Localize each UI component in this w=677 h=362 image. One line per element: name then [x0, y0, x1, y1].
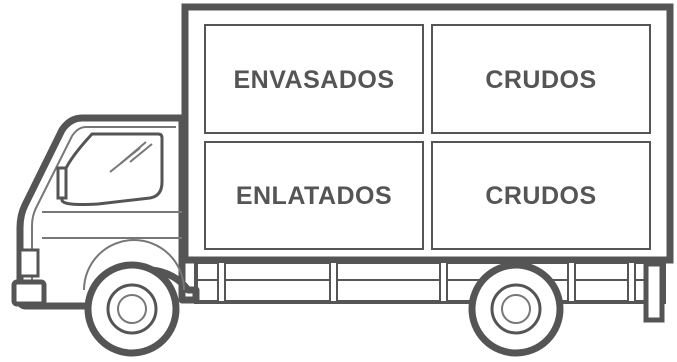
chassis-post-1: [217, 261, 226, 303]
window-reflection-2: [109, 147, 141, 173]
rear-wheel-hub: [501, 294, 531, 324]
cargo-box: ENVASADOS CRUDOS ENLATADOS CRUDOS: [181, 3, 674, 264]
side-mirror: [56, 166, 68, 200]
compartment-label-envasados: ENVASADOS: [233, 66, 394, 94]
cab-inner-line: [31, 126, 176, 296]
cab: [11, 114, 200, 310]
chassis-post-4: [567, 261, 576, 303]
chassis: [194, 260, 666, 323]
rear-bumper: [643, 261, 665, 323]
cargo-compartment-top-left: [204, 24, 424, 134]
cargo-compartment-bottom-right: [431, 141, 651, 250]
cargo-compartment-top-right: [431, 24, 651, 134]
headlight: [18, 248, 40, 278]
front-bumper: [11, 279, 47, 307]
wheel-arch-front: [83, 239, 185, 291]
cargo-compartment-bottom-left: [204, 141, 424, 250]
front-wheel-hub: [117, 294, 147, 324]
window-reflection-3: [129, 143, 153, 163]
chassis-post-3: [439, 261, 448, 303]
chassis-post-5: [627, 261, 636, 303]
compartment-label-enlatados: ENLATADOS: [236, 182, 392, 210]
rear-wheel: [468, 261, 564, 357]
compartment-label-crudos-top: CRUDOS: [485, 66, 596, 94]
front-wheel: [84, 261, 180, 357]
compartment-label-crudos-bottom: CRUDOS: [485, 182, 596, 210]
chassis-post-2: [329, 261, 338, 303]
chassis-frame: [194, 260, 666, 304]
